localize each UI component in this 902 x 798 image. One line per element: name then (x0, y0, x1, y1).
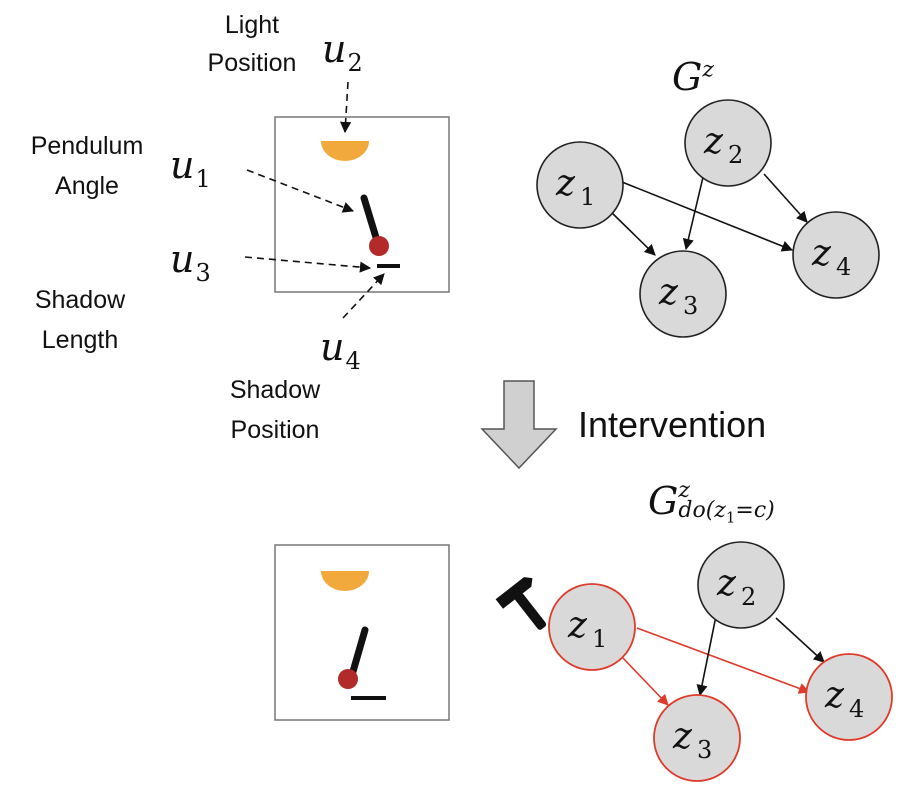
intervention-label: Intervention (578, 404, 767, 445)
u2-var: u2 (322, 27, 363, 77)
svg-text:z: z (567, 605, 588, 646)
u4-var: u4 (320, 325, 361, 375)
pendulum-bob-bottom (338, 669, 358, 689)
lamp-top (321, 141, 369, 161)
svg-text:z: z (811, 233, 832, 274)
node-z1-bottom: z 1 (548, 583, 636, 671)
light-position-label: Light Position (207, 11, 297, 77)
graph-top-nodes: z 1 z 2 z 3 z 4 (536, 99, 880, 338)
edge-z1-z4-intervened (636, 627, 811, 694)
node-z1-top: z 1 (536, 141, 624, 229)
svg-text:1: 1 (580, 183, 595, 211)
edge-z1-z3 (608, 209, 656, 256)
svg-text:z: z (672, 716, 693, 757)
u1-arrow (246, 169, 355, 213)
edge-z2-z3-bottom (696, 615, 717, 697)
node-z4-bottom: z 4 (805, 653, 893, 741)
svg-text:3: 3 (697, 736, 712, 764)
graph-bottom-title: G z do(z1=c) (648, 478, 775, 527)
pendulum-angle-label: Pendulum Angle (30, 132, 144, 200)
hammer-icon (495, 577, 547, 630)
svg-text:2: 2 (728, 141, 743, 169)
graph-top-title: Gz (672, 55, 714, 99)
svg-text:1: 1 (592, 625, 607, 653)
svg-text:3: 3 (683, 292, 698, 320)
svg-text:z: z (555, 163, 576, 204)
edge-z2-z4 (763, 173, 808, 223)
graph-bottom-edges (620, 615, 825, 706)
edge-z2-z4-bottom (775, 617, 825, 663)
svg-text:4: 4 (849, 695, 864, 723)
shadow-length-label: Shadow Length (34, 286, 126, 354)
svg-text:z: z (703, 121, 724, 162)
u4-arrow (342, 273, 385, 319)
graph-bottom-nodes: z 1 z 2 z 3 z 4 (548, 541, 893, 782)
pendulum-bob-top (369, 236, 389, 256)
graph-top-edges (608, 172, 808, 256)
svg-text:2: 2 (741, 583, 756, 611)
svg-text:z: z (658, 272, 679, 313)
u3-arrow (244, 256, 372, 273)
u2-arrow (340, 81, 352, 134)
pendulum-rod-bottom (348, 626, 369, 679)
edge-z1-z4 (621, 181, 794, 252)
svg-text:4: 4 (836, 253, 851, 281)
node-z4-top: z 4 (792, 211, 880, 299)
svg-text:z: z (716, 563, 737, 604)
pendulum-rod-top (360, 194, 382, 248)
lamp-bottom (321, 571, 369, 591)
u1-var: u1 (170, 143, 211, 193)
node-z3-top: z 3 (639, 250, 727, 338)
svg-text:z: z (824, 675, 845, 716)
shadow-position-label: Shadow Position (229, 376, 321, 444)
node-z2-bottom: z 2 (697, 541, 785, 629)
u3-var: u3 (170, 237, 211, 287)
node-z2-top: z 2 (684, 99, 772, 187)
node-z3-bottom: z 3 (653, 694, 741, 782)
edge-z1-z3-intervened (620, 655, 669, 706)
intervention-down-arrow (480, 380, 558, 470)
edge-z2-z3 (682, 172, 705, 251)
